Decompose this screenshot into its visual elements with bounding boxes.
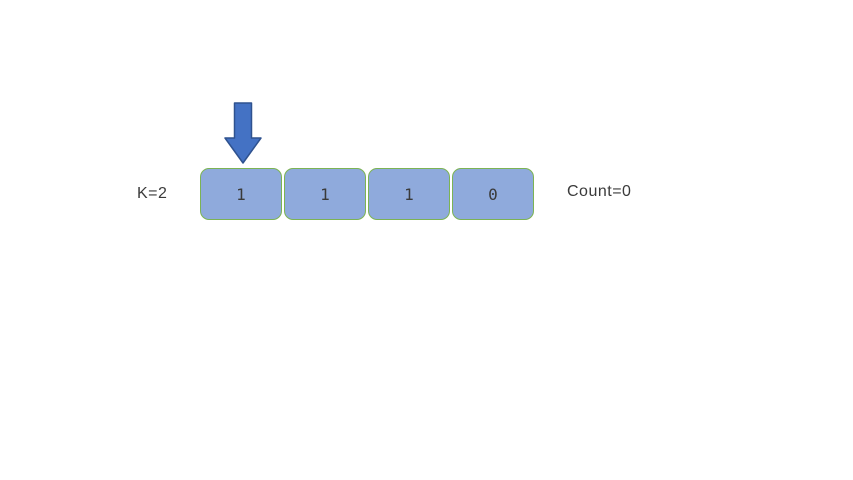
down-arrow-icon [224, 102, 262, 164]
array-cell: 0 [452, 168, 534, 220]
array-cell: 1 [284, 168, 366, 220]
array-cell: 1 [368, 168, 450, 220]
count-label: Count=0 [567, 183, 632, 200]
array-cells: 1 1 1 0 [200, 168, 534, 220]
array-cell: 1 [200, 168, 282, 220]
k-label: K=2 [137, 185, 168, 202]
